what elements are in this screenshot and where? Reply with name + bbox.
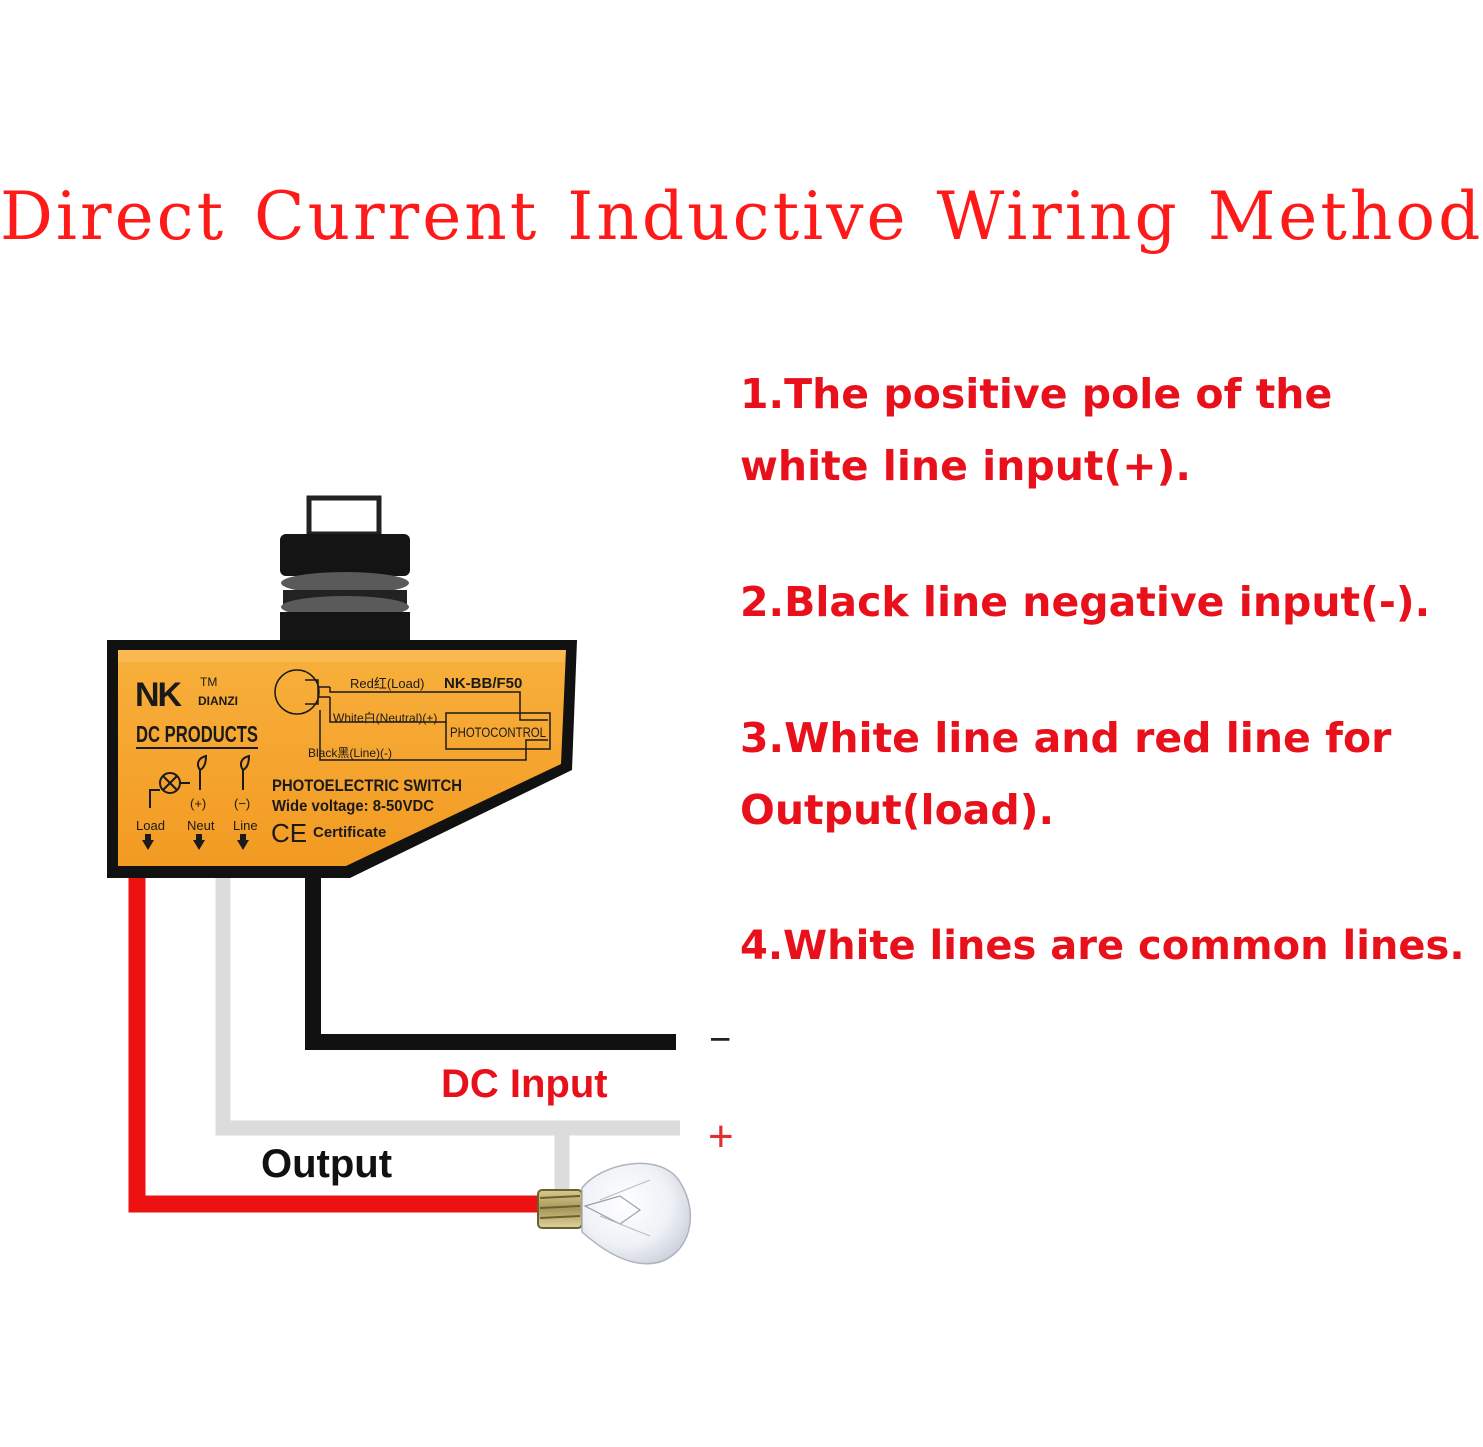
red-wire [128, 870, 545, 1213]
photocontrol-box [445, 712, 551, 750]
photocontrol-label: PHOTOCONTROL [450, 724, 546, 740]
minus-sign: − [709, 1019, 731, 1061]
ce-mark: CE [271, 818, 307, 848]
white-wire [215, 870, 680, 1136]
photocontrol-device: NK TM DIANZI DC PRODUCTS (+) (−) Load Ne… [107, 640, 577, 878]
certificate-label: Certificate [313, 824, 386, 841]
bulb-symbol-icon [274, 669, 320, 715]
plant-icon-2 [240, 754, 251, 790]
terminal-label-load: Load [136, 818, 165, 833]
terminal-sign-neut: (+) [190, 796, 206, 811]
note-4: 4.White lines are common lines. [740, 923, 1465, 969]
output-label: Output [261, 1142, 392, 1186]
dc-input-label: DC Input [441, 1062, 608, 1106]
plant-icon [197, 754, 208, 790]
black-wire [305, 870, 676, 1050]
note-1: 1.The positive pole of the white line in… [740, 370, 1333, 490]
wiring-notes: 1.The positive pole of the white line in… [740, 358, 1465, 982]
series-label: DC PRODUCTS [136, 721, 258, 747]
note-2: 2.Black line negative input(-). [740, 578, 1431, 626]
terminal-label-line: Line [233, 818, 258, 833]
terminal-icons [149, 754, 251, 808]
terminal-sign-line: (−) [234, 796, 250, 811]
schematic [274, 669, 551, 761]
wiring-illustration: NK TM DIANZI DC PRODUCTS (+) (−) Load Ne… [107, 495, 734, 1265]
wire-red-label: Red红(Load) [350, 676, 424, 691]
arrow-down-icon [237, 840, 249, 850]
model-label: NK-BB/F50 [444, 675, 522, 692]
diagram-title: Direct Current Inductive Wiring Method [0, 178, 1483, 255]
note-3: 3.White line and red line for Output(loa… [740, 714, 1392, 834]
sensor-head [280, 495, 410, 642]
brand-tm: TM [200, 675, 217, 689]
terminal-label-neut: Neut [187, 818, 215, 833]
voltage-label: Wide voltage: 8-50VDC [272, 798, 434, 815]
terminal-labels: (+) (−) Load Neut Line [136, 796, 258, 833]
wire-white-label: White白(Neutral)(+) [333, 710, 437, 725]
brand-sub: DIANZI [198, 694, 238, 708]
arrow-down-icon [193, 840, 205, 850]
light-bulb-icon [537, 1162, 692, 1265]
product-name: PHOTOELECTRIC SWITCH [272, 776, 462, 795]
plus-sign: + [708, 1112, 734, 1161]
terminal-arrows [142, 834, 249, 850]
wires [128, 870, 680, 1213]
wire-black-label: Black黑(Line)(-) [308, 746, 392, 760]
arrow-down-icon [142, 840, 154, 850]
wiring-diagram: Direct Current Inductive Wiring Method 1… [0, 178, 1483, 1265]
brand-logo: NK [135, 676, 183, 714]
